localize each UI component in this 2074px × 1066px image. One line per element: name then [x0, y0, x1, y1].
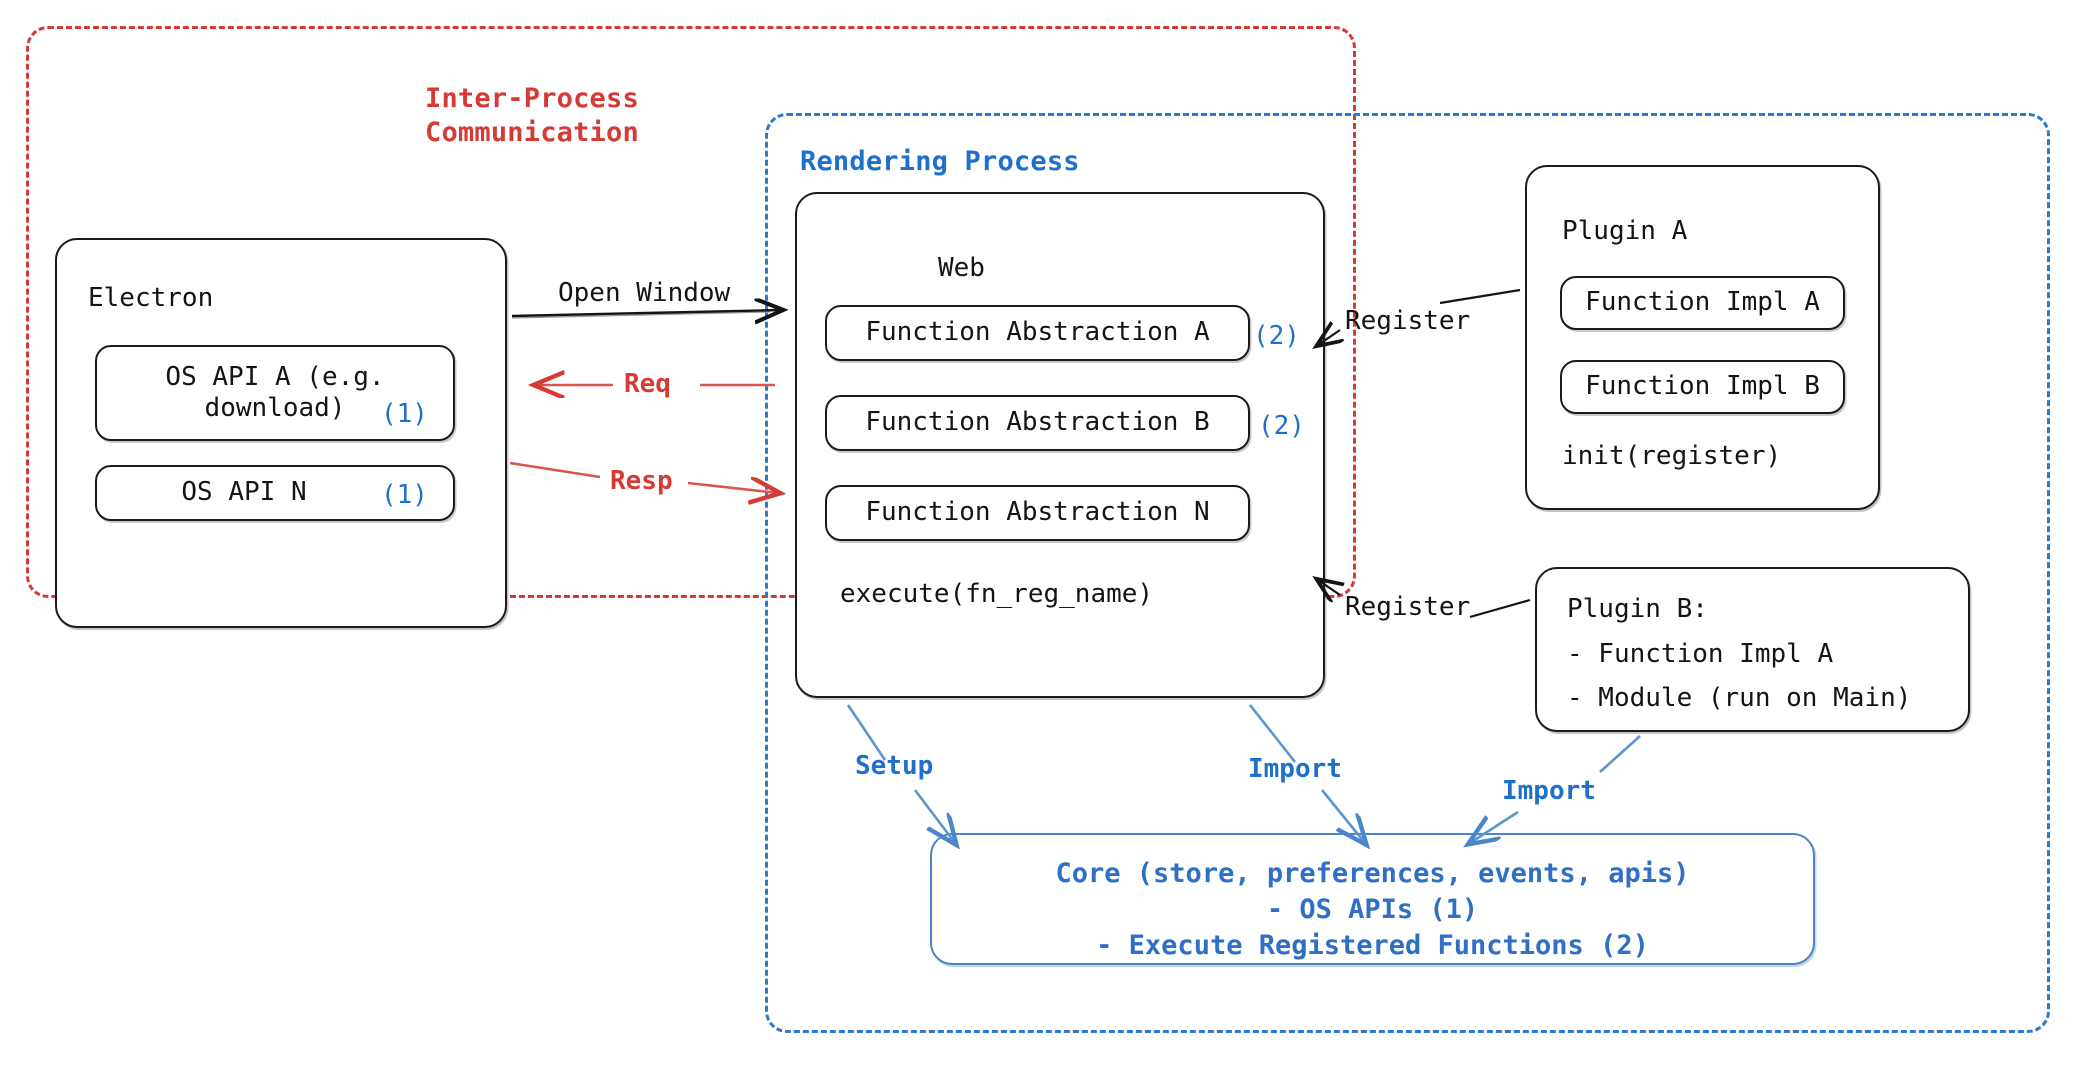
function-abstraction-n-label: Function Abstraction N — [865, 497, 1210, 528]
plugin-a-function-impl-b-label: Function Impl B — [1585, 371, 1820, 402]
edge-label-register-plugin-a: Register — [1345, 306, 1471, 336]
plugin-b-item-function-impl-a: - Function Impl A — [1567, 639, 1834, 669]
electron-title: Electron — [88, 283, 214, 313]
plugin-b-item-module: - Module (run on Main) — [1567, 683, 1912, 713]
os-api-a-box[interactable]: OS API A (e.g. download) — [95, 345, 455, 441]
os-api-a-marker: (1) — [381, 399, 428, 429]
function-abstraction-b-marker: (2) — [1258, 411, 1305, 441]
edge-label-req: Req — [624, 369, 671, 399]
plugin-a-function-impl-a-box[interactable]: Function Impl A — [1560, 276, 1845, 330]
edge-label-setup: Setup — [855, 751, 934, 781]
group-label-ipc: Inter-Process Communication — [425, 83, 639, 148]
edge-label-resp: Resp — [610, 466, 673, 496]
function-abstraction-a-box[interactable]: Function Abstraction A — [825, 305, 1250, 361]
plugin-a-box[interactable] — [1525, 165, 1880, 510]
os-api-n-marker: (1) — [381, 480, 428, 510]
group-label-rendering-process: Rendering Process — [800, 146, 1080, 177]
plugin-a-title: Plugin A — [1562, 216, 1688, 246]
plugin-a-function-impl-a-label: Function Impl A — [1585, 287, 1820, 318]
edge-label-import-plugin: Import — [1502, 776, 1596, 806]
os-api-n-box[interactable]: OS API N — [95, 465, 455, 521]
edge-label-import-web: Import — [1248, 754, 1342, 784]
os-api-a-label: OS API A (e.g. download) — [165, 361, 385, 423]
core-line-execute: - Execute Registered Functions (2) — [1096, 930, 1649, 961]
web-execute-label: execute(fn_reg_name) — [840, 579, 1154, 609]
function-abstraction-a-marker: (2) — [1253, 321, 1300, 351]
web-title: Web — [938, 253, 985, 283]
core-line-os-apis: - OS APIs (1) — [1266, 894, 1479, 925]
function-abstraction-n-box[interactable]: Function Abstraction N — [825, 485, 1250, 541]
function-abstraction-b-label: Function Abstraction B — [865, 407, 1210, 438]
group-rendering-process — [765, 113, 2050, 1033]
function-abstraction-a-label: Function Abstraction A — [865, 317, 1210, 348]
os-api-n-label: OS API N — [181, 477, 307, 508]
group-inter-process-communication — [26, 26, 1356, 598]
core-box[interactable] — [930, 833, 1815, 965]
function-abstraction-b-box[interactable]: Function Abstraction B — [825, 395, 1250, 451]
plugin-b-title: Plugin B: — [1567, 594, 1708, 624]
edge-label-register-plugin-b: Register — [1345, 592, 1471, 622]
edge-label-open-window: Open Window — [558, 278, 731, 308]
plugin-b-box[interactable] — [1535, 567, 1970, 732]
plugin-a-init-label: init(register) — [1562, 441, 1782, 471]
core-line-main: Core (store, preferences, events, apis) — [1055, 858, 1690, 889]
plugin-a-function-impl-b-box[interactable]: Function Impl B — [1560, 360, 1845, 414]
